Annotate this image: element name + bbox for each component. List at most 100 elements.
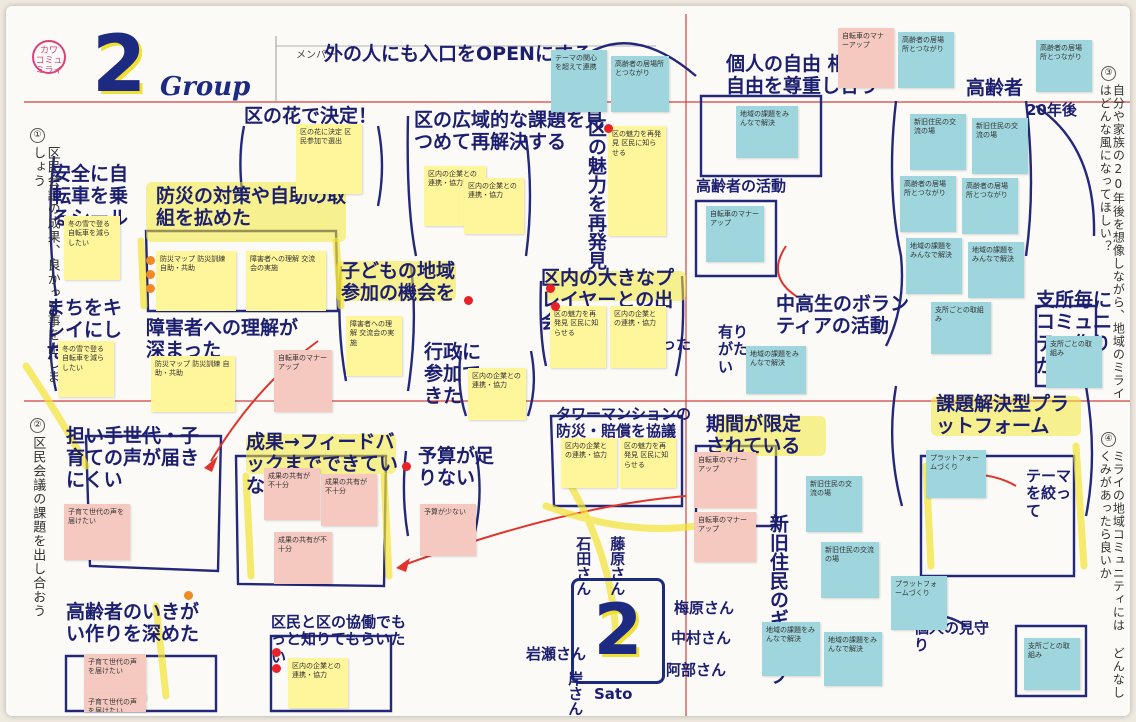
heading-disability-understanding: 障害者への理解が深まった [146, 317, 299, 361]
sticky-note: 区の花に決定 区民参加で選出 [296, 124, 362, 194]
heading-new-old-gap: 新旧住民のギャップ [766, 514, 789, 685]
sticky-note: 自転車のマナーアップ [706, 206, 764, 262]
heading-youth-volunteer: 中高生のボランティアの活動 [776, 293, 910, 337]
kawacomi-logo: カワコミュミライ [32, 40, 66, 76]
heading-grateful: 有りがたい [718, 323, 749, 376]
sticky-note: 区内の企業との連携・協力 [610, 306, 666, 368]
question-4-number: ④ [1101, 432, 1116, 447]
sticky-note: 区内の企業との連携・協力 [468, 368, 526, 420]
member-name: Sato [594, 685, 633, 703]
sticky-note: 新旧住民の交流の場 [910, 114, 966, 170]
sticky-note: 区内の企業との連携・協力 [561, 438, 617, 488]
member-name: 梅原さん [674, 599, 735, 617]
heading-20-years: 20年後 [1026, 101, 1077, 119]
sticky-note: プラットフォームづくり [926, 450, 986, 498]
question-3-text: 自分や家族の20年後を想像しながら、地域のミライはどんな風になってほしい？ [1098, 84, 1126, 400]
orange-dot-marker [146, 270, 155, 279]
poster-sheet: カワコミュミライ 2 Group メンバー ① 区民会議の成果、良かった事を出し… [6, 6, 1130, 716]
sticky-note: 冬の雪で登る自転車を減らしたい [58, 341, 114, 397]
sticky-note: 障害者への理解 交流会の実施 [246, 251, 326, 311]
question-2-number: ② [30, 418, 45, 433]
sticky-note: 子育て世代の声を届けたい [64, 504, 130, 560]
sticky-note: 地域の課題をみんなで解決 [746, 346, 806, 394]
heading-elderly-activities: 高齢者の活動 [696, 177, 787, 195]
question-4-text: ミライの地域コミュニティには どんなしくみがあったら良いか [1098, 450, 1126, 699]
sticky-note: 防災マップ 防災訓練 自助・共助 [156, 251, 236, 311]
highlight-bg [931, 396, 1081, 436]
sticky-note: 高齢者の居場所とつながり [898, 32, 954, 88]
heading-open-entrance: 外の人にも入口をOPENにする [324, 43, 593, 65]
sticky-note: 支所ごとの取組み [1046, 336, 1102, 388]
heading-narrow-theme: テーマを絞って [1026, 467, 1072, 520]
member-name: 岸さん [566, 671, 585, 716]
sticky-note: 子育て世代の声を届けたい [84, 694, 146, 712]
red-dot-marker [272, 664, 281, 673]
highlight-bg [246, 434, 396, 474]
sticky-note: 防災マップ 防災訓練 自助・共助 [151, 356, 235, 412]
heading-elderly-purpose: 高齢者のいきがい作りを深めた [66, 601, 200, 645]
sticky-note: 地域の課題をみんなで解決 [736, 106, 798, 158]
sticky-note: 地域の課題をみんなで解決 [762, 622, 820, 676]
heading-budget-short: 予算が足りない [418, 445, 495, 489]
member-name: 中村さん [671, 629, 732, 647]
member-name: 石田さん [574, 536, 593, 596]
sticky-note: 地域の課題をみんなで解決 [824, 632, 882, 686]
orange-dot-marker [146, 284, 155, 293]
highlight-bg [336, 261, 456, 301]
sticky-note: 冬の雪で登る自転車を減らしたい [64, 216, 120, 280]
sticky-note: 地域の課題をみんなで解決 [968, 242, 1024, 298]
sticky-note: 成果の共有が不十分 [274, 532, 332, 584]
member-name: 阿部さん [666, 661, 727, 679]
orange-dot-marker [184, 591, 193, 600]
sticky-note: 自転車のマナーアップ [694, 512, 756, 562]
sticky-note: 障害者への理解 交流会の実施 [346, 316, 402, 376]
highlight-bg [716, 416, 826, 456]
sticky-note: 自転車のマナーアップ [694, 452, 756, 508]
heading-government-participation: 行政に参加できた [424, 341, 482, 407]
sticky-note: 地域の課題をみんなで解決 [906, 238, 962, 294]
member-label: メンバー [296, 50, 336, 61]
sticky-note: 区内の企業との連携・協力 [288, 658, 348, 708]
sticky-note: 高齢者の居場所とつながり [962, 178, 1018, 234]
heading-wide-area-issues: 区の広域的な課題を見つめて再解決する [414, 109, 605, 153]
sticky-note: プラットフォームづくり [891, 576, 947, 630]
heading-ward-flower: 区の花で決定！ [244, 105, 378, 127]
heading-rediscover-charm: 区の魅力を再発見 [584, 118, 607, 270]
sticky-note: 成果の共有が不十分 [264, 468, 320, 520]
sticky-note: 区の魅力を再発見 区民に知らせる [620, 438, 676, 488]
red-dot-marker [546, 284, 555, 293]
sticky-note: 自転車のマナーアップ [838, 28, 894, 88]
member-name: 藤原さん [608, 536, 627, 596]
sticky-note: 高齢者の居場所とつながり [611, 56, 669, 112]
heading-hard-to-reach-voices: 担い手世代・子育ての声が届きにくい [66, 425, 200, 491]
question-1-number: ① [30, 128, 45, 143]
sticky-note: 区内の企業との連携・協力 [464, 178, 524, 234]
red-dot-marker [604, 124, 613, 133]
heading-limited-period: 期間が限定されている [706, 413, 802, 457]
sticky-note: テーマの関心を超えて連携 [551, 50, 607, 112]
highlight-bg [546, 271, 686, 301]
sticky-note: 支所ごとの取組み [1024, 638, 1080, 690]
heading-elderly: 高齢者 [966, 77, 1024, 99]
sticky-note: 成果の共有が不十分 [321, 474, 377, 526]
group-label: Group [160, 72, 251, 102]
member-name: 岩瀬さん [526, 645, 587, 663]
sticky-note: 区の魅力を再発見 区民に知らせる [608, 126, 666, 236]
sticky-note: 高齢者の居場所とつながり [900, 176, 956, 232]
sticky-note: 高齢者の居場所とつながり [1036, 40, 1092, 92]
sticky-note: 区の魅力を再発見 区民に知らせる [550, 306, 606, 368]
group-number: 2 [92, 20, 147, 110]
red-dot-marker [551, 302, 560, 311]
sticky-note: 支所ごとの取組み [931, 302, 991, 354]
sticky-note: 新旧住民の交流の場 [972, 118, 1028, 174]
orange-dot-marker [146, 256, 155, 265]
question-3-number: ③ [1101, 66, 1116, 81]
red-dot-marker [272, 648, 281, 657]
sticky-note: 自転車のマナーアップ [274, 350, 332, 412]
red-dot-marker [464, 296, 473, 305]
sticky-note: 新旧住民の交流の場 [821, 542, 879, 598]
sticky-note: 新旧住民の交流の場 [806, 476, 862, 532]
heading-platform: 課題解決型プラットフォーム [936, 393, 1070, 437]
group-badge: 2 [571, 578, 665, 684]
sticky-note: 予算が少ない [420, 504, 476, 556]
